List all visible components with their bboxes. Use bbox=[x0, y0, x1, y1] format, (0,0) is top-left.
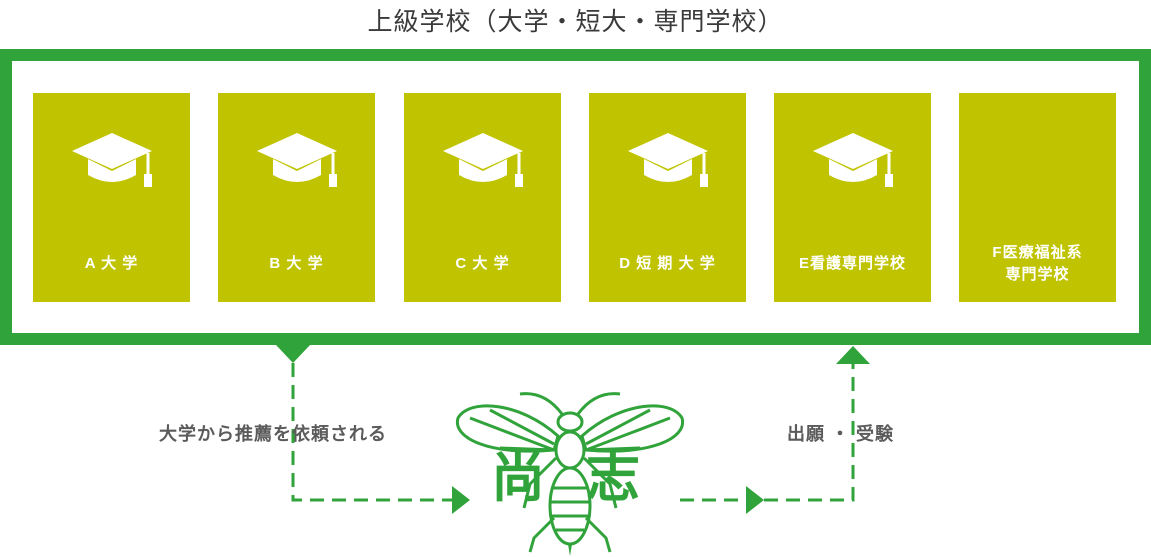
school-card-d[interactable]: D 短 期 大 学 bbox=[589, 93, 746, 302]
right-dashed-path bbox=[764, 364, 855, 502]
school-label-f-line1: F医療福祉系 bbox=[992, 244, 1083, 261]
page-title: 上級学校（大学・短大・専門学校） bbox=[367, 7, 784, 36]
school-label-d: D 短 期 大 学 bbox=[619, 255, 716, 272]
mascot-char-right: 志 bbox=[586, 446, 640, 509]
school-label-a: A 大 学 bbox=[84, 255, 139, 272]
bee-mascot-icon bbox=[455, 392, 685, 556]
down-pointer-icon bbox=[276, 345, 310, 363]
school-label-c: C 大 学 bbox=[455, 255, 510, 272]
school-card-a[interactable]: A 大 学 bbox=[33, 93, 190, 302]
school-card-e[interactable]: E看護専門学校 bbox=[774, 93, 931, 302]
graduation-cap-icon bbox=[443, 133, 523, 187]
graduation-cap-icon bbox=[813, 133, 893, 187]
apply-label: 出願 ・ 受験 bbox=[787, 424, 895, 444]
graduation-cap-icon bbox=[628, 133, 708, 187]
recommend-label: 大学から推薦を依頼される bbox=[159, 424, 387, 444]
school-card-f[interactable]: F医療福祉系 専門学校 bbox=[959, 93, 1116, 302]
arrow-right-icon bbox=[452, 486, 470, 514]
graduation-cap-icon bbox=[72, 133, 152, 187]
school-card-c[interactable]: C 大 学 bbox=[404, 93, 561, 302]
schools-panel: A 大 学 B 大 学 C 大 学 bbox=[12, 61, 1139, 333]
school-label-f: F医療福祉系 専門学校 bbox=[959, 242, 1116, 286]
arrow-right-icon bbox=[746, 486, 764, 514]
schools-frame: A 大 学 B 大 学 C 大 学 bbox=[0, 49, 1151, 345]
school-card-b[interactable]: B 大 学 bbox=[218, 93, 375, 302]
school-label-e: E看護専門学校 bbox=[798, 255, 906, 272]
graduation-cap-icon bbox=[257, 133, 337, 187]
school-label-b: B 大 学 bbox=[269, 255, 324, 272]
up-pointer-icon bbox=[836, 346, 870, 364]
school-label-f-line2: 専門学校 bbox=[1005, 266, 1070, 283]
left-dashed-path bbox=[291, 363, 452, 502]
mascot-char-left: 尚 bbox=[491, 446, 545, 509]
